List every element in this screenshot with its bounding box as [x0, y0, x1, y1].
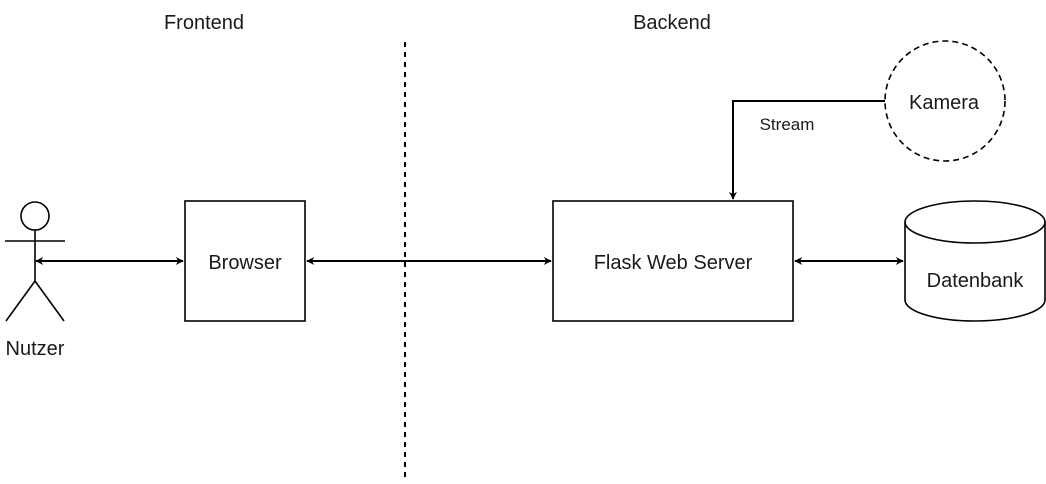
edge-camera-server: [729, 100, 885, 200]
camera-node: [884, 40, 1006, 162]
database-label: Datenbank: [927, 270, 1025, 292]
database-icon: [904, 200, 1046, 322]
server-box: [552, 200, 794, 322]
stream-label: Stream: [760, 115, 815, 134]
camera-label: Kamera: [909, 92, 980, 114]
user-label: Nutzer: [6, 338, 65, 360]
section-title-frontend: Frontend: [164, 12, 244, 34]
server-label: Flask Web Server: [594, 252, 753, 274]
browser-box: [184, 200, 306, 322]
person-icon: [5, 201, 65, 322]
section-title-backend: Backend: [633, 12, 711, 34]
browser-label: Browser: [208, 252, 282, 274]
